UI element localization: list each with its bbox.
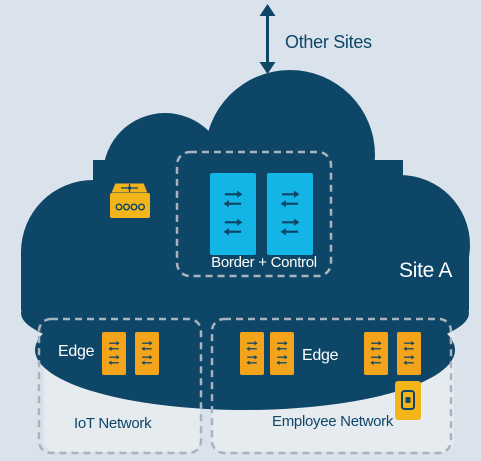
wireless-controller-icon (110, 182, 150, 218)
switch-icon (364, 332, 388, 375)
access-point-icon (395, 381, 421, 420)
switch-icon (210, 173, 256, 255)
switch-icon (135, 332, 159, 375)
switch-icon (267, 173, 313, 255)
other-sites-label: Other Sites (285, 32, 372, 52)
employee-network-group (210, 317, 453, 455)
switch-icon (397, 332, 421, 375)
iot-edge-label: Edge (58, 343, 95, 360)
switch-icon (240, 332, 264, 375)
border-control-group (175, 150, 333, 278)
site-name-label: Site A (399, 259, 453, 282)
employee-edge-label: Edge (302, 347, 339, 364)
border-control-label: Border + Control (211, 254, 317, 271)
uplink-arrow (259, 4, 276, 74)
switch-icon (270, 332, 294, 375)
switch-icon (102, 332, 126, 375)
iot-network-group (37, 317, 203, 455)
iot-network-label: IoT Network (74, 415, 152, 432)
employee-network-label: Employee Network (272, 413, 394, 430)
